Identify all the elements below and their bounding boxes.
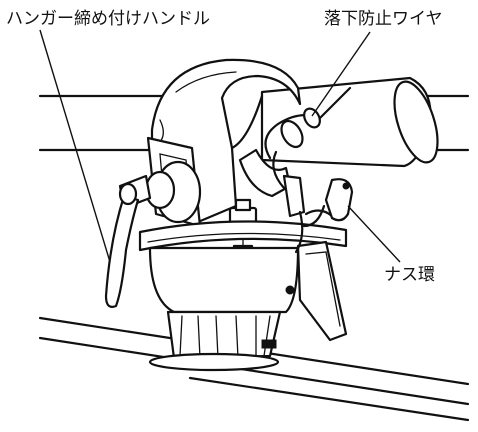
support-leg (296, 240, 348, 342)
swivel-ring (138, 220, 348, 252)
star-base (148, 310, 282, 372)
fall-prevention-wire-assembly (264, 86, 352, 254)
leader-wire (311, 31, 371, 117)
label-hanger-handle: ハンガー締め付けハンドル (6, 9, 210, 29)
leader-snap-hook (347, 205, 401, 263)
snap-hook (302, 178, 354, 228)
base-cylinder (148, 246, 300, 314)
label-snap-hook: ナス環 (384, 265, 435, 285)
tightening-handle (104, 160, 202, 308)
pipe (260, 76, 439, 168)
leader-handle (39, 29, 111, 263)
label-fall-prevention-wire: 落下防止ワイヤ (324, 9, 443, 29)
